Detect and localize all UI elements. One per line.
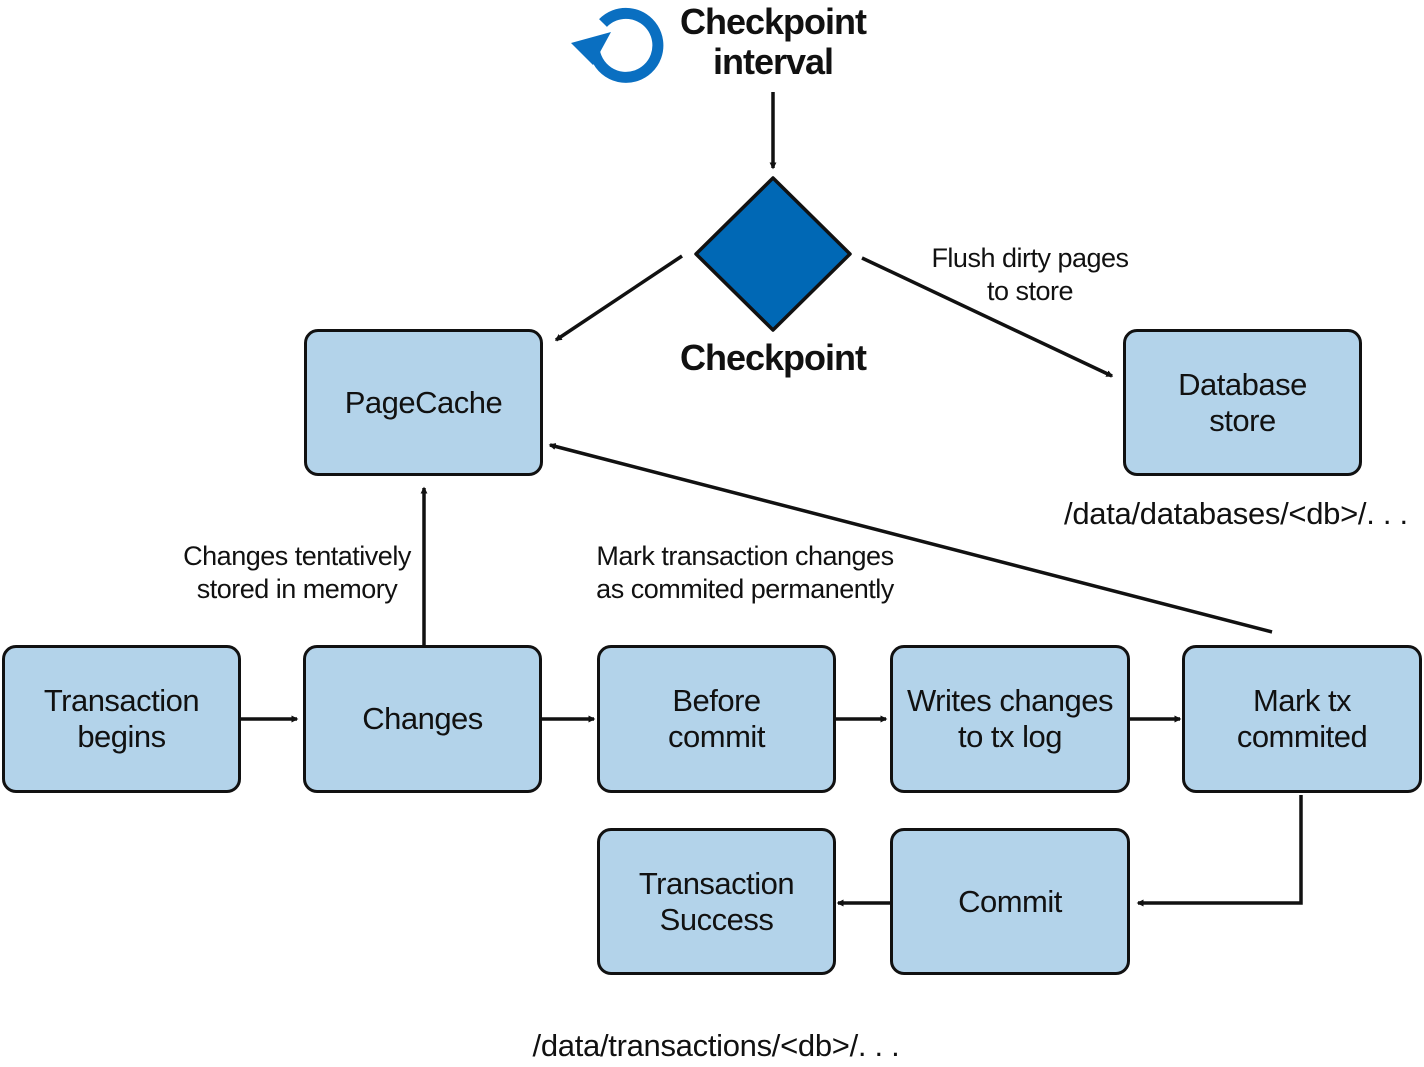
- checkpoint-diamond: [694, 176, 852, 332]
- transaction-success-box: Transaction Success: [597, 828, 836, 975]
- refresh-cycle-icon: [571, 7, 664, 83]
- changes-box: Changes: [303, 645, 542, 793]
- checkpoint-interval-label: Checkpoint interval: [679, 1, 867, 82]
- arrow-marktx-to-pagecache: [548, 443, 1273, 634]
- changes-in-memory-label: Changes tentatively stored in memory: [183, 541, 411, 604]
- pagecache-label: PageCache: [344, 384, 503, 420]
- pagecache-box: PageCache: [304, 329, 543, 476]
- database-store-box: Database store: [1123, 329, 1362, 476]
- writes-changes-box: Writes changes to tx log: [890, 645, 1130, 793]
- writes-changes-label: Writes changes to tx log: [906, 683, 1114, 754]
- database-store-label: Database store: [1178, 366, 1307, 438]
- transaction-success-label: Transaction Success: [638, 865, 795, 937]
- before-commit-label: Before commit: [668, 683, 765, 754]
- database-path-label: /data/databases/<db>/. . .: [1064, 496, 1408, 531]
- commit-box: Commit: [890, 828, 1130, 975]
- checkpoint-label: Checkpoint: [679, 337, 867, 378]
- before-commit-box: Before commit: [597, 645, 836, 793]
- transaction-begins-label: Transaction begins: [43, 683, 200, 754]
- changes-label: Changes: [362, 701, 483, 736]
- mark-tx-box: Mark tx commited: [1182, 645, 1422, 793]
- flush-dirty-pages-label: Flush dirty pages to store: [931, 243, 1129, 306]
- commit-label: Commit: [958, 883, 1062, 919]
- transactions-path-label: /data/transactions/<db>/. . .: [532, 1028, 900, 1063]
- arrow-marktx-to-commit: [1136, 795, 1303, 907]
- arrow-checkpoint-to-pagecache: [554, 254, 683, 342]
- mark-permanent-label: Mark transaction changes as commited per…: [596, 541, 894, 604]
- mark-tx-label: Mark tx commited: [1236, 683, 1368, 754]
- arrow-checkpoint-to-database: [861, 256, 1114, 378]
- transaction-begins-box: Transaction begins: [2, 645, 241, 793]
